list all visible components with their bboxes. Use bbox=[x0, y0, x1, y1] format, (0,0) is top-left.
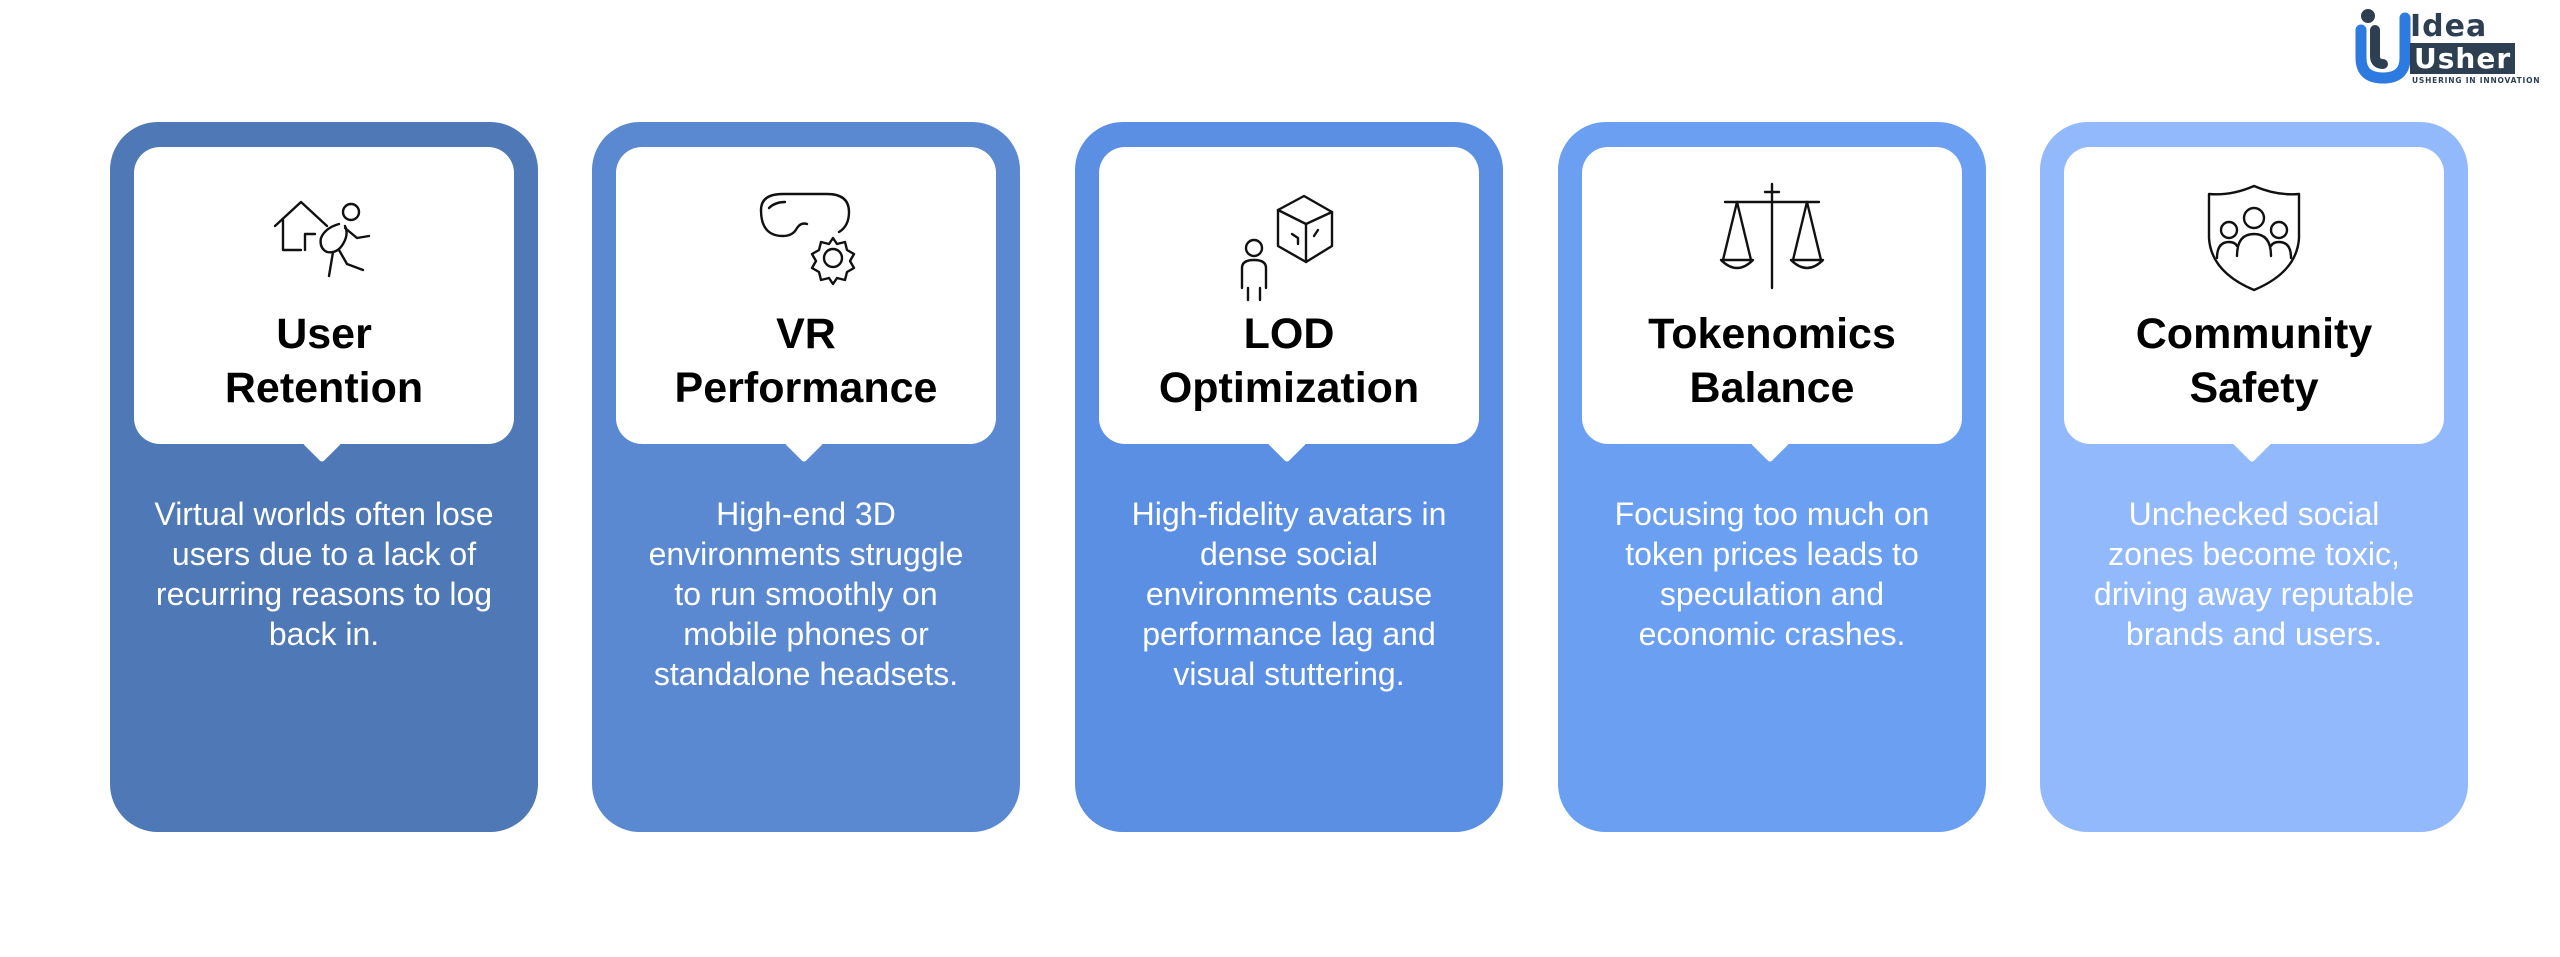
card-title: Tokenomics Balance bbox=[1582, 307, 1962, 415]
card-title-line: Safety bbox=[2189, 364, 2319, 412]
card-header: Tokenomics Balance bbox=[1582, 147, 1962, 444]
logo-word-idea: Idea bbox=[2410, 9, 2488, 44]
card-title-line: User bbox=[276, 310, 372, 358]
card-title: Community Safety bbox=[2064, 307, 2444, 415]
logo-word-usher: Usher bbox=[2410, 43, 2516, 74]
card-description: High-end 3D environments struggle to run… bbox=[648, 496, 964, 692]
card-description: Unchecked social zones become toxic, dri… bbox=[2093, 496, 2415, 652]
card-title-line: Community bbox=[2135, 310, 2373, 358]
card-title-line: Retention bbox=[224, 364, 424, 412]
idea-usher-logo: Idea Usher USHERING IN INNOVATION bbox=[2352, 6, 2557, 86]
card-header: User Retention bbox=[134, 147, 514, 444]
card-title: VR Performance bbox=[616, 307, 996, 415]
shield-community-icon bbox=[2189, 172, 2319, 302]
person-cube-icon bbox=[1224, 172, 1354, 302]
card-description: Focusing too much on token prices leads … bbox=[1614, 496, 1930, 652]
card-title-line: VR bbox=[776, 310, 836, 358]
vr-headset-gear-icon bbox=[741, 172, 871, 302]
card-user-retention: User Retention Virtual worlds often lose… bbox=[110, 122, 538, 832]
card-header: VR Performance bbox=[616, 147, 996, 444]
card-vr-performance: VR Performance High-end 3D environments … bbox=[592, 122, 1020, 832]
card-title: LOD Optimization bbox=[1099, 307, 1479, 415]
card-tokenomics-balance: Tokenomics Balance Focusing too much on … bbox=[1558, 122, 1986, 832]
card-description: High-fidelity avatars in dense social en… bbox=[1131, 496, 1447, 692]
logo-tagline: USHERING IN INNOVATION bbox=[2412, 76, 2541, 85]
card-header: LOD Optimization bbox=[1099, 147, 1479, 444]
house-person-leaving-icon bbox=[259, 172, 389, 302]
card-title: User Retention bbox=[134, 307, 514, 415]
card-header: Community Safety bbox=[2064, 147, 2444, 444]
card-title-line: Optimization bbox=[1158, 364, 1420, 412]
card-title-line: Performance bbox=[674, 364, 938, 412]
card-title-line: LOD bbox=[1243, 310, 1335, 358]
logo-u-mark-icon bbox=[2355, 9, 2411, 84]
card-description: Virtual worlds often lose users due to a… bbox=[154, 496, 494, 652]
card-title-line: Tokenomics bbox=[1648, 310, 1896, 358]
card-title-line: Balance bbox=[1689, 364, 1855, 412]
balance-scale-icon bbox=[1707, 172, 1837, 302]
card-lod-optimization: LOD Optimization High-fidelity avatars i… bbox=[1075, 122, 1503, 832]
card-community-safety: Community Safety Unchecked social zones … bbox=[2040, 122, 2468, 832]
